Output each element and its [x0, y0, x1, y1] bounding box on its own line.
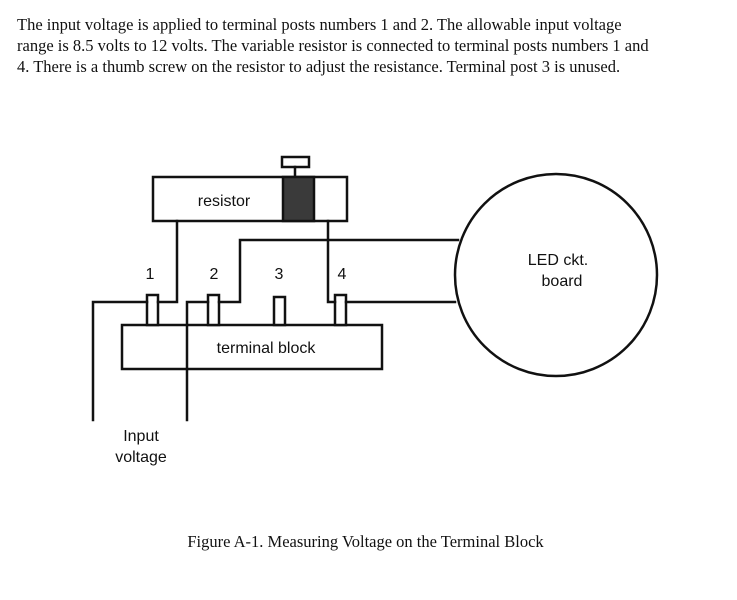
post-label-4: 4 [338, 266, 347, 283]
description-paragraph: The input voltage is applied to terminal… [17, 14, 717, 77]
terminal-post-2 [206, 293, 221, 327]
figure-caption: Figure A-1. Measuring Voltage on the Ter… [0, 532, 737, 552]
description-line-1: The input voltage is applied to terminal… [17, 15, 622, 34]
led-board-circle [453, 172, 659, 378]
terminal-block-label: terminal block [217, 340, 317, 357]
input-voltage-label-line-2: voltage [115, 449, 167, 466]
wire-input-post1 [91, 300, 149, 422]
thumb-screw [280, 155, 311, 179]
input-voltage-label-line-1: Input [123, 428, 159, 445]
wire-resistor-to-post1 [156, 219, 179, 304]
led-board-label-line-1: LED ckt. [528, 252, 588, 269]
post-label-2: 2 [210, 266, 219, 283]
description-line-3: 4. There is a thumb screw on the resisto… [17, 57, 621, 76]
description-line-2: range is 8.5 volts to 12 volts. The vari… [17, 36, 649, 55]
post-label-1: 1 [146, 266, 155, 283]
terminal-post-4 [333, 293, 348, 327]
post-label-3: 3 [275, 266, 284, 283]
wire-post2-to-led-board [217, 238, 460, 304]
terminal-post-3 [272, 295, 287, 327]
wire-input-post2 [185, 300, 210, 422]
terminal-block-box [120, 323, 384, 371]
terminal-post-1 [145, 293, 160, 327]
resistor-wiper [281, 175, 316, 223]
resistor-label: resistor [198, 193, 251, 210]
figure-caption-text: Figure A-1. Measuring Voltage on the Ter… [187, 532, 544, 551]
wire-resistor-to-post4 [326, 219, 337, 304]
led-board-label-line-2: board [542, 273, 583, 290]
